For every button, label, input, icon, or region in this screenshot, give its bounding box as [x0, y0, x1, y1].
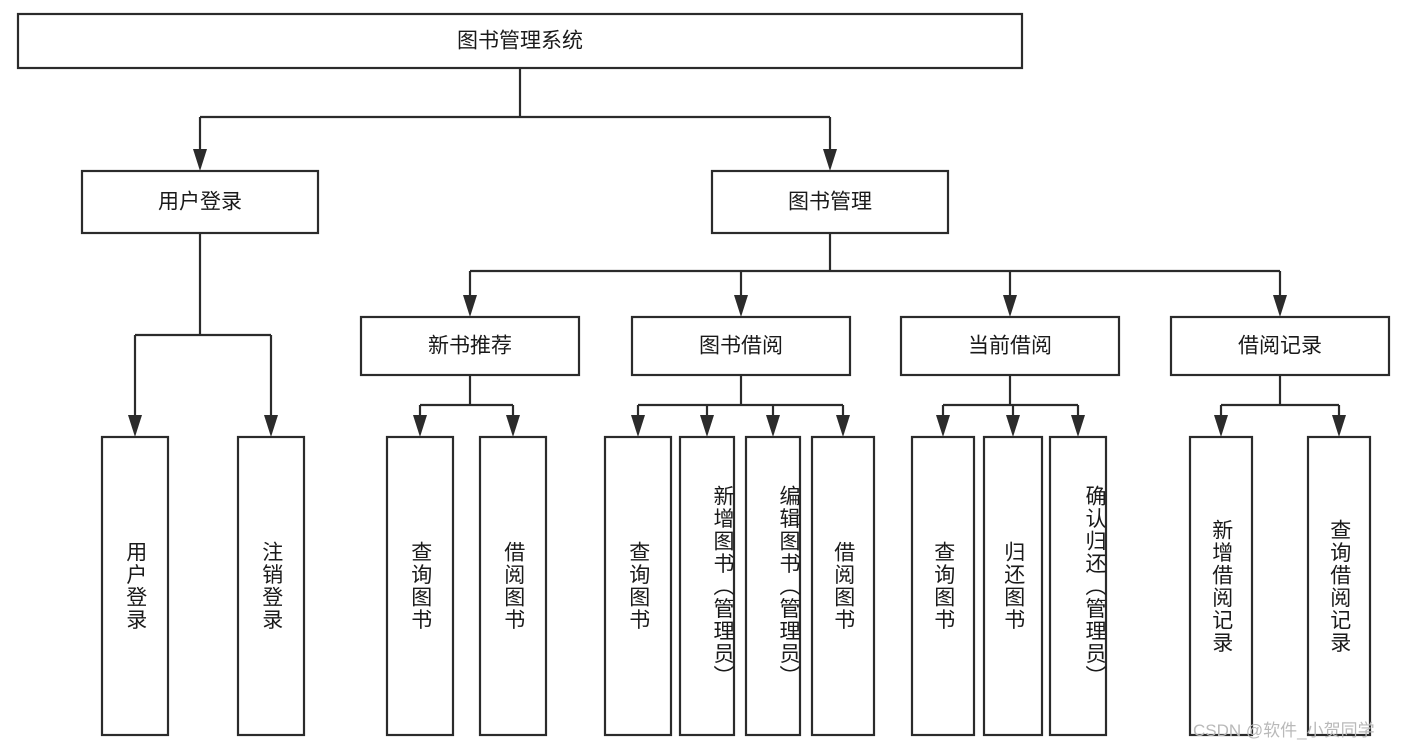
arrow-to-leaf-borrow-book-1	[506, 415, 520, 437]
node-leaf-borrow-book-1-box[interactable]	[478, 435, 548, 737]
arrow-to-leaf-query-record	[1332, 415, 1346, 437]
arrow-to-leaf-edit-book	[766, 415, 780, 437]
arrow-to-book-manage	[823, 149, 837, 171]
node-leaf-logout-box[interactable]	[236, 435, 306, 737]
node-new-book-recommend-box[interactable]	[359, 315, 581, 377]
arrow-to-leaf-query-book-1	[413, 415, 427, 437]
node-borrow-record-label: 借阅记录	[1238, 335, 1322, 358]
node-root-box[interactable]	[16, 12, 1024, 70]
arrow-to-current-borrow	[1003, 295, 1017, 317]
node-current-borrow-box[interactable]	[899, 315, 1121, 377]
node-leaf-add-book-box[interactable]	[678, 435, 736, 737]
node-leaf-query-record-box[interactable]	[1306, 435, 1372, 737]
node-borrow-record-box[interactable]	[1169, 315, 1391, 377]
boxes-layer	[16, 12, 1391, 737]
arrow-to-leaf-add-book	[700, 415, 714, 437]
node-leaf-return-book-box[interactable]	[982, 435, 1044, 737]
arrow-to-leaf-confirm-return	[1071, 415, 1085, 437]
arrow-to-leaf-query-book-3	[936, 415, 950, 437]
node-leaf-edit-book-box[interactable]	[744, 435, 802, 737]
arrow-to-book-borrow	[734, 295, 748, 317]
node-leaf-query-book-2-box[interactable]	[603, 435, 673, 737]
arrow-to-leaf-add-record	[1214, 415, 1228, 437]
arrow-to-leaf-return-book	[1006, 415, 1020, 437]
node-book-manage-label: 图书管理	[788, 191, 872, 214]
arrow-to-new-book-recommend	[463, 295, 477, 317]
node-leaf-borrow-book-2-box[interactable]	[810, 435, 876, 737]
node-book-manage-box[interactable]	[710, 169, 950, 235]
node-user-login-box[interactable]	[80, 169, 320, 235]
node-leaf-user-login-box[interactable]	[100, 435, 170, 737]
arrow-to-leaf-borrow-book-2	[836, 415, 850, 437]
node-leaf-query-book-3-box[interactable]	[910, 435, 976, 737]
node-root-label: 图书管理系统	[457, 30, 583, 53]
node-book-borrow-label: 图书借阅	[699, 335, 783, 358]
csdn-watermark: CSDN @软件_小贺同学	[1193, 721, 1375, 740]
arrow-to-borrow-record	[1273, 295, 1287, 317]
arrow-to-leaf-user-login	[128, 415, 142, 437]
node-current-borrow-label: 当前借阅	[968, 335, 1052, 358]
node-new-book-recommend-label: 新书推荐	[428, 335, 512, 358]
node-leaf-confirm-return-box[interactable]	[1048, 435, 1108, 737]
node-user-login-label: 用户登录	[158, 191, 242, 214]
connectors-layer	[128, 68, 1346, 437]
arrow-to-leaf-logout	[264, 415, 278, 437]
node-leaf-query-book-1-box[interactable]	[385, 435, 455, 737]
node-book-borrow-box[interactable]	[630, 315, 852, 377]
node-leaf-add-record-box[interactable]	[1188, 435, 1254, 737]
arrow-to-user-login	[193, 149, 207, 171]
arrow-to-leaf-query-book-2	[631, 415, 645, 437]
